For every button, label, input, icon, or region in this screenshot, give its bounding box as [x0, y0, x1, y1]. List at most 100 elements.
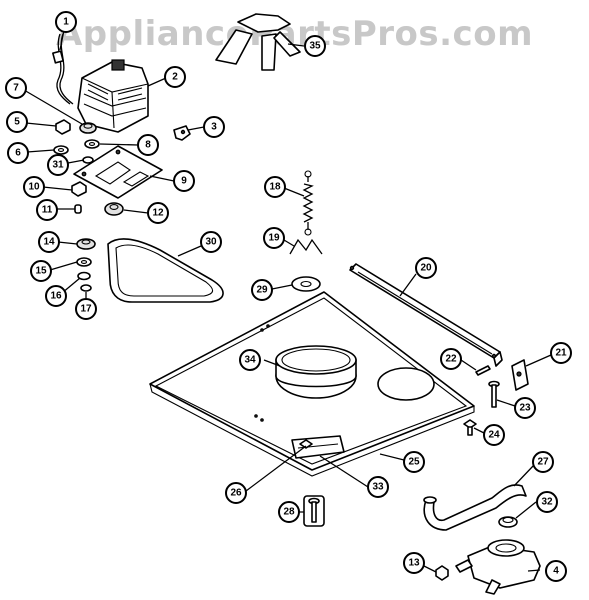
part-20-support-bar: [349, 263, 503, 367]
callout-28: 28: [278, 501, 300, 523]
part-1-wire-harness: [52, 33, 74, 105]
callout-label: 28: [283, 507, 295, 518]
part-4-pump: [455, 539, 541, 595]
callout-3: 3: [203, 116, 225, 138]
part-7-grommet: [79, 122, 97, 134]
callout-18: 18: [264, 176, 286, 198]
part-26-screw: [299, 439, 313, 449]
part-10-nut: [71, 181, 87, 197]
callout-6: 6: [7, 142, 29, 164]
part-29-washer: [291, 276, 321, 292]
callout-label: 10: [28, 182, 40, 193]
callout-22: 22: [440, 348, 462, 370]
part-9-motor-plate: [73, 145, 163, 199]
callout-27: 27: [532, 451, 554, 473]
leader-lines: [23, 29, 552, 573]
callout-label: 4: [553, 566, 559, 577]
callout-label: 13: [408, 558, 420, 569]
part-6-washer: [53, 145, 69, 155]
callout-35: 35: [304, 35, 326, 57]
callout-10: 10: [23, 176, 45, 198]
callout-26: 26: [225, 482, 247, 504]
part-28-bolt: [303, 495, 325, 527]
part-17-nut: [80, 284, 92, 292]
part-19-clip: [289, 238, 323, 255]
callout-21: 21: [550, 342, 572, 364]
callout-label: 7: [13, 83, 19, 94]
part-22-pin: [475, 365, 491, 376]
callout-label: 18: [269, 182, 281, 193]
part-30-drive-belt: [107, 238, 224, 303]
part-14-pulley: [76, 238, 96, 250]
callout-11: 11: [36, 199, 58, 221]
callout-33: 33: [367, 476, 389, 498]
callout-24: 24: [483, 424, 505, 446]
callout-5: 5: [6, 111, 28, 133]
part-13-nut: [435, 565, 449, 581]
part-5-nut: [55, 119, 71, 135]
callout-12: 12: [147, 202, 169, 224]
callout-label: 34: [244, 355, 256, 366]
part-15-washer: [76, 257, 92, 267]
callout-1: 1: [55, 11, 77, 33]
callout-label: 32: [541, 497, 553, 508]
part-32-hose-clamp: [498, 516, 518, 528]
callout-label: 15: [35, 266, 47, 277]
callout-label: 3: [211, 122, 217, 133]
part-34-tub-boot: [275, 345, 357, 399]
part-16-washer: [77, 271, 91, 281]
callout-4: 4: [545, 560, 567, 582]
part-24-screw: [463, 419, 477, 436]
part-23-bolt: [488, 380, 500, 408]
callout-label: 33: [372, 482, 384, 493]
callout-19: 19: [263, 227, 285, 249]
callout-label: 9: [181, 176, 187, 187]
callout-label: 23: [519, 403, 531, 414]
callout-label: 1: [63, 17, 69, 28]
callout-label: 30: [205, 237, 217, 248]
callout-label: 20: [420, 263, 432, 274]
part-11-pin: [74, 204, 82, 214]
callout-label: 8: [145, 140, 151, 151]
callout-20: 20: [415, 257, 437, 279]
callout-label: 22: [445, 354, 457, 365]
callout-label: 27: [537, 457, 549, 468]
callout-30: 30: [200, 231, 222, 253]
callout-label: 17: [80, 304, 92, 315]
callout-label: 29: [256, 285, 268, 296]
callout-34: 34: [239, 349, 261, 371]
part-35-agitator-vanes: [215, 13, 301, 71]
callout-32: 32: [536, 491, 558, 513]
callout-label: 24: [488, 430, 500, 441]
callout-label: 12: [152, 208, 164, 219]
callout-15: 15: [30, 260, 52, 282]
callout-14: 14: [38, 231, 60, 253]
callout-7: 7: [5, 77, 27, 99]
callout-31: 31: [47, 154, 69, 176]
callout-label: 21: [555, 348, 567, 359]
callout-label: 35: [309, 41, 321, 52]
part-3-bracket: [173, 125, 191, 141]
callout-16: 16: [45, 285, 67, 307]
callout-label: 16: [50, 291, 62, 302]
callout-9: 9: [173, 170, 195, 192]
base-plate-hole: [377, 367, 435, 401]
callout-8: 8: [137, 134, 159, 156]
callout-29: 29: [251, 279, 273, 301]
callout-label: 31: [52, 160, 64, 171]
callout-2: 2: [164, 66, 186, 88]
callout-label: 26: [230, 488, 242, 499]
callout-label: 11: [42, 205, 53, 216]
part-27-drain-hose: [423, 484, 527, 531]
callout-23: 23: [514, 397, 536, 419]
part-2-motor: [77, 59, 149, 133]
callout-label: 25: [408, 457, 420, 468]
part-12-bushing: [104, 202, 124, 216]
callout-label: 6: [15, 148, 21, 159]
callout-label: 14: [43, 237, 55, 248]
part-8-washer: [84, 139, 100, 149]
part-18-spring: [302, 170, 314, 236]
callout-25: 25: [403, 451, 425, 473]
callout-label: 2: [172, 72, 178, 83]
